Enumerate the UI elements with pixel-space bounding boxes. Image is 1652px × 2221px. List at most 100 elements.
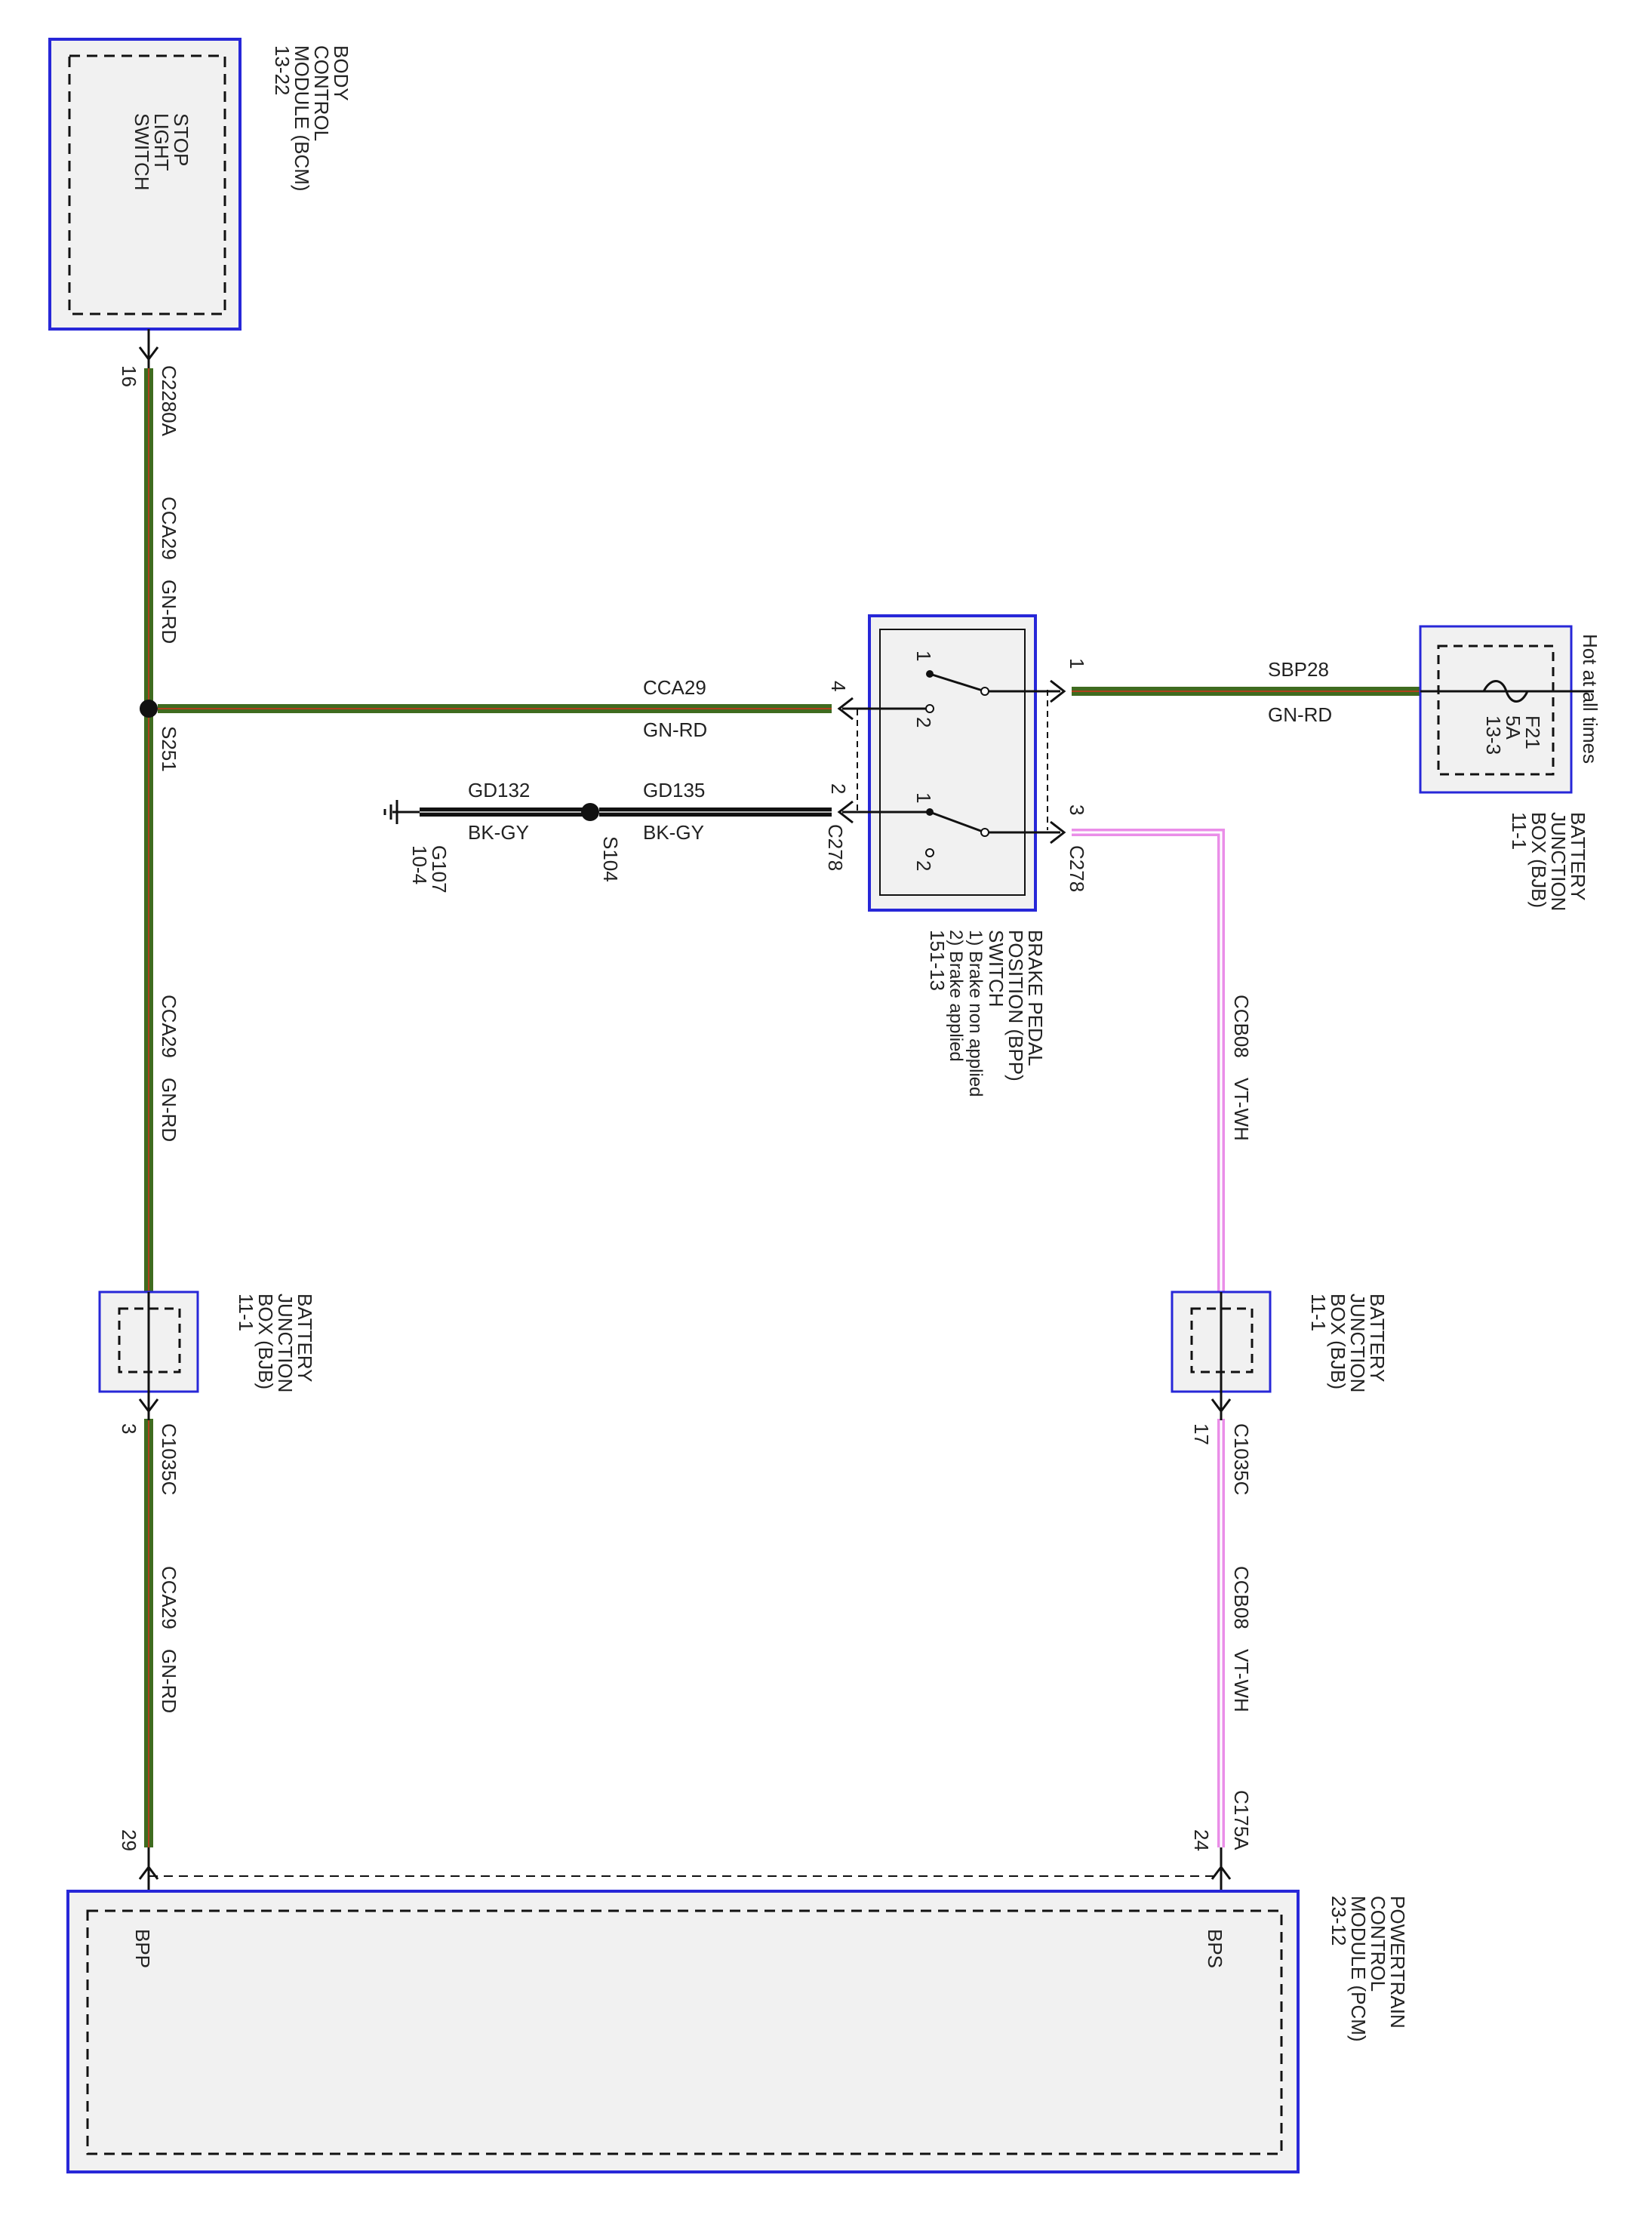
wire-cca29-lower-label: CCA29 GN-RD (158, 1566, 180, 1713)
bcm-pin-label: 16 (118, 365, 140, 387)
bpp-connector-right-label: C278 (1066, 845, 1088, 892)
bcm-connector-label: C2280A (158, 365, 180, 437)
svg-text:10-4: 10-4 (408, 845, 431, 884)
svg-text:POWERTRAIN: POWERTRAIN (1386, 1896, 1409, 2029)
wire-cca29-horizontal-circuit: CCA29 (643, 676, 706, 699)
svg-text:11-1: 11-1 (1508, 812, 1530, 850)
bpp-connector-left-label: C278 (824, 824, 847, 871)
svg-text:BPP: BPP (131, 1929, 154, 1968)
svg-text:JUNCTION: JUNCTION (1547, 812, 1570, 911)
pcm-right-connector-label: C175A (1230, 1790, 1253, 1850)
svg-text:5A: 5A (1502, 715, 1524, 740)
svg-text:BRAKE PEDAL: BRAKE PEDAL (1024, 930, 1047, 1066)
svg-text:3: 3 (118, 1423, 140, 1434)
svg-text:GN-RD: GN-RD (158, 1649, 180, 1713)
svg-text:23-12: 23-12 (1327, 1896, 1350, 1946)
svg-text:CCB08: CCB08 (1230, 995, 1253, 1058)
svg-text:11-1: 11-1 (235, 1294, 257, 1331)
svg-text:MODULE (BCM): MODULE (BCM) (291, 45, 313, 192)
svg-text:C175A: C175A (1230, 1790, 1253, 1850)
bjb-left-connector-label: C1035C (158, 1423, 180, 1495)
fuse-f21-label: F21 5A 13-3 (1482, 715, 1544, 755)
svg-text:JUNCTION: JUNCTION (274, 1294, 297, 1392)
svg-text:C1035C: C1035C (158, 1423, 180, 1495)
svg-text:1: 1 (1066, 658, 1088, 669)
bjb-right-module[interactable] (1171, 1290, 1272, 1393)
bpp-switch-title: BRAKE PEDAL POSITION (BPP) SWITCH 1) Bra… (926, 930, 1047, 1097)
ground-symbol (383, 800, 420, 824)
svg-text:CCB08: CCB08 (1230, 1566, 1253, 1629)
pcm-title: POWERTRAIN CONTROL MODULE (PCM) 23-12 (1327, 1896, 1409, 2042)
svg-text:GN-RD: GN-RD (158, 580, 180, 644)
svg-text:CCA29: CCA29 (158, 497, 180, 560)
stop-light-switch-label: STOP LIGHT SWITCH (131, 113, 192, 191)
wire-ccb08[interactable] (1072, 829, 1225, 1847)
wire-gd135-circuit: GD135 (643, 779, 705, 801)
svg-text:151-13: 151-13 (926, 930, 949, 991)
bpp-pin-2-label: 2 (827, 783, 850, 794)
hot-at-all-times-label: Hot at all times (1579, 634, 1601, 764)
bjb-fuse-title: BATTERY JUNCTION BOX (BJB) 11-1 (1508, 812, 1589, 911)
svg-text:2) Brake applied: 2) Brake applied (946, 930, 966, 1062)
svg-text:16: 16 (118, 365, 140, 387)
svg-text:CONTROL: CONTROL (1367, 1896, 1389, 1992)
wire-gd135-color: BK-GY (643, 821, 704, 844)
svg-text:BATTERY: BATTERY (294, 1294, 316, 1383)
svg-text:C2280A: C2280A (158, 365, 180, 437)
svg-text:CONTROL: CONTROL (310, 45, 333, 141)
svg-text:STOP: STOP (170, 113, 192, 166)
splice-s251[interactable] (140, 700, 158, 718)
bpp-switch-module[interactable] (842, 614, 1060, 912)
pcm-left-pin-label: 29 (118, 1829, 140, 1851)
wire-ccb08-upper-label: CCB08 VT-WH (1230, 995, 1253, 1141)
svg-text:SWITCH: SWITCH (131, 113, 153, 191)
svg-text:C1035C: C1035C (1230, 1423, 1253, 1495)
svg-text:2: 2 (912, 717, 935, 728)
pcm-left-arrow (138, 1865, 159, 1880)
svg-text:BPS: BPS (1204, 1929, 1226, 1968)
bjb-right-title: BATTERY JUNCTION BOX (BJB) 11-1 (1307, 1294, 1389, 1392)
bpp-pin2-arrow (837, 800, 854, 824)
svg-text:Hot at all times: Hot at all times (1579, 634, 1601, 764)
bjb-left-module[interactable] (98, 1290, 199, 1393)
svg-text:C278: C278 (1066, 845, 1088, 892)
svg-text:11-1: 11-1 (1307, 1294, 1330, 1331)
svg-text:1: 1 (912, 651, 935, 661)
pcm-right-arrow (1211, 1865, 1232, 1880)
wire-cca29-horizontal-color: GN-RD (643, 718, 707, 741)
svg-text:G107: G107 (428, 845, 451, 894)
svg-text:BATTERY: BATTERY (1567, 812, 1589, 901)
bjb-fuse-module[interactable] (1419, 625, 1573, 794)
wire-sbp28-color: GN-RD (1268, 703, 1332, 726)
wire-sbp28-circuit: SBP28 (1268, 658, 1329, 681)
wire-cca29-middle-label: CCA29 GN-RD (158, 995, 180, 1142)
svg-text:2: 2 (827, 783, 850, 794)
bpp-upper-contact-1: 1 (912, 651, 935, 661)
bcm-module[interactable]: STOP LIGHT SWITCH (48, 38, 241, 331)
svg-text:LIGHT: LIGHT (150, 113, 173, 171)
svg-text:F21: F21 (1521, 715, 1544, 749)
bjb-right-pin-label: 17 (1190, 1423, 1213, 1445)
splice-s104[interactable] (581, 803, 599, 821)
bpp-lower-contact-2: 2 (912, 860, 935, 871)
svg-text:VT-WH: VT-WH (1230, 1078, 1253, 1141)
splice-s251-label: S251 (158, 726, 180, 772)
svg-text:BATTERY: BATTERY (1366, 1294, 1389, 1383)
svg-text:JUNCTION: JUNCTION (1346, 1294, 1369, 1392)
pcm-module[interactable] (66, 1890, 1300, 2173)
svg-text:BOX (BJB): BOX (BJB) (1327, 1294, 1349, 1389)
svg-text:4: 4 (827, 681, 850, 691)
svg-text:POSITION (BPP): POSITION (BPP) (1004, 930, 1027, 1081)
wire-gd132-circuit: GD132 (468, 779, 530, 801)
bpp-pin-1-label: 1 (1066, 658, 1088, 669)
wire-ccb08-lower-label: CCB08 VT-WH (1230, 1566, 1253, 1712)
svg-text:SWITCH: SWITCH (985, 930, 1008, 1007)
fuse-icon (1482, 680, 1529, 703)
bjb-right-connector-label: C1035C (1230, 1423, 1253, 1495)
wire-gd132-color: BK-GY (468, 821, 529, 844)
pcm-pin-bpp: BPP (131, 1929, 154, 1968)
svg-text:29: 29 (118, 1829, 140, 1851)
svg-text:17: 17 (1190, 1423, 1213, 1445)
svg-text:MODULE (PCM): MODULE (PCM) (1347, 1896, 1370, 2042)
